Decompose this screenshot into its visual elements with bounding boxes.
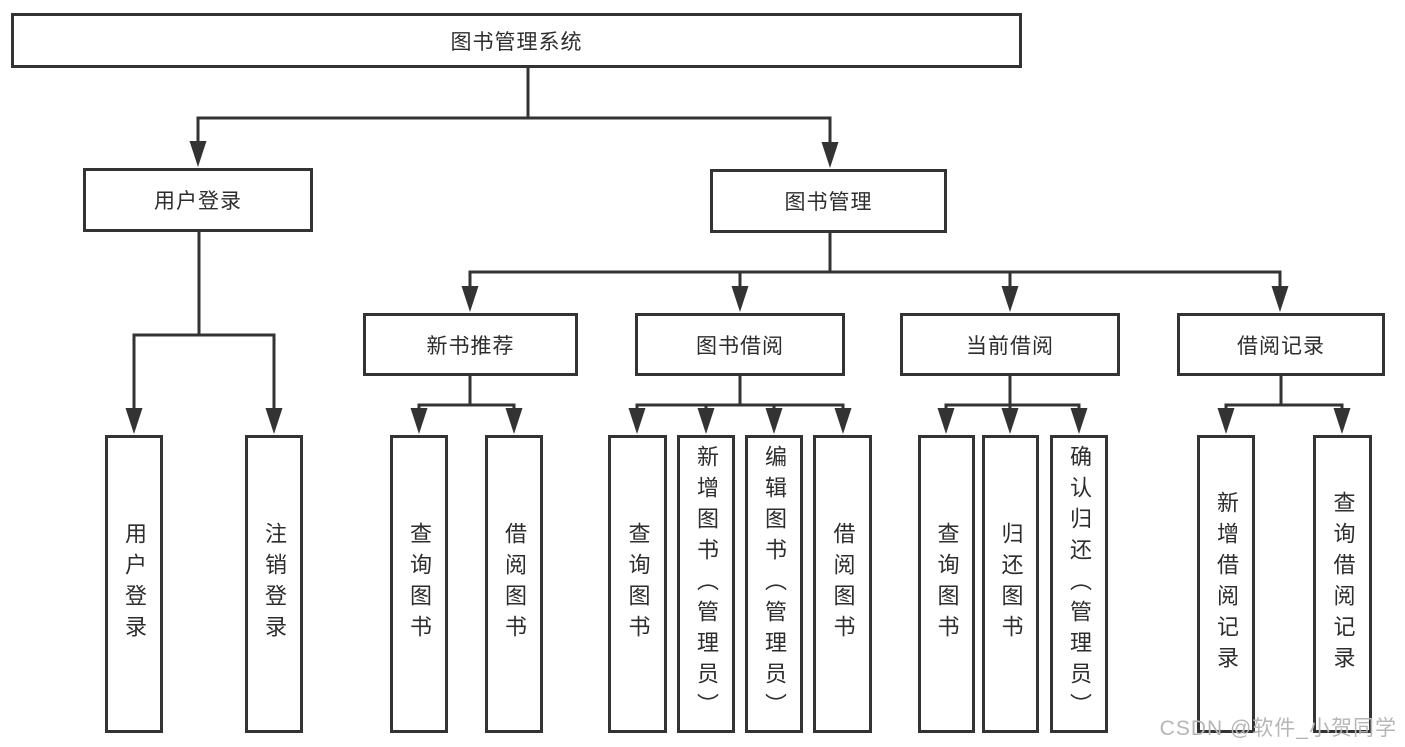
leaf-user-login-label: 用户登录 — [122, 522, 147, 646]
leaf-current-query-books: 查询图书 — [918, 435, 975, 733]
leaf-records-add-record: 新增借阅记录 — [1197, 435, 1255, 733]
leaf-borrow-borrow-books: 借阅图书 — [813, 435, 872, 733]
connector-bookmgmt-to-level3 — [468, 233, 1282, 288]
node-book-management-label: 图书管理 — [784, 191, 873, 214]
leaf-current-return-books: 归还图书 — [982, 435, 1039, 733]
node-book-borrow-label: 图书借阅 — [696, 334, 784, 358]
arrow-down-icon — [1217, 408, 1235, 434]
leaf-borrow-borrow-books-label: 借阅图书 — [830, 522, 856, 646]
leaf-borrow-add-books-admin-label: 新增图书（管理员） — [694, 444, 719, 724]
node-root-label: 图书管理系统 — [450, 30, 583, 54]
arrow-down-icon — [265, 408, 283, 434]
node-borrow-records-label: 借阅记录 — [1237, 334, 1325, 358]
arrow-down-icon — [189, 141, 207, 167]
arrow-down-icon — [1271, 286, 1289, 312]
leaf-newbook-borrow-books: 借阅图书 — [485, 435, 543, 733]
leaf-borrow-edit-books-admin: 编辑图书（管理员） — [745, 435, 803, 733]
connector-newbook-to-leaves — [417, 376, 516, 410]
leaf-current-confirm-return-admin-label: 确认归还（管理员） — [1067, 444, 1092, 724]
leaf-current-return-books-label: 归还图书 — [998, 522, 1024, 646]
leaf-records-query-record: 查询借阅记录 — [1313, 435, 1372, 733]
arrow-down-icon — [765, 408, 783, 434]
connector-currentborrow-to-leaves — [944, 376, 1081, 410]
arrow-down-icon — [628, 408, 646, 434]
leaf-logout: 注销登录 — [245, 435, 303, 733]
node-book-management: 图书管理 — [710, 169, 947, 233]
leaf-newbook-query-books: 查询图书 — [390, 435, 448, 733]
arrow-down-icon — [505, 408, 523, 434]
arrow-down-icon — [1333, 408, 1351, 434]
arrow-down-icon — [731, 286, 749, 312]
leaf-borrow-edit-books-admin-label: 编辑图书（管理员） — [762, 444, 787, 724]
arrow-down-icon — [821, 142, 839, 168]
node-user-login: 用户登录 — [83, 168, 313, 232]
node-root: 图书管理系统 — [11, 13, 1022, 68]
node-borrow-records: 借阅记录 — [1177, 313, 1385, 376]
leaf-borrow-query-books-label: 查询图书 — [625, 522, 651, 646]
leaf-logout-label: 注销登录 — [262, 522, 287, 646]
connector-records-to-leaves — [1224, 376, 1344, 410]
connector-userlogin-to-leaves — [132, 232, 276, 410]
arrow-down-icon — [410, 408, 428, 434]
leaf-records-add-record-label: 新增借阅记录 — [1214, 491, 1239, 677]
arrow-down-icon — [1070, 408, 1088, 434]
node-book-borrow: 图书借阅 — [635, 313, 845, 376]
arrow-down-icon — [937, 408, 955, 434]
node-user-login-label: 用户登录 — [154, 190, 242, 213]
watermark: CSDN @软件_小贺同学 — [1159, 717, 1397, 740]
node-new-book-recommend-label: 新书推荐 — [426, 334, 515, 358]
leaf-newbook-borrow-books-label: 借阅图书 — [502, 522, 527, 646]
leaf-borrow-query-books: 查询图书 — [608, 435, 667, 733]
arrow-down-icon — [1001, 286, 1019, 312]
leaf-current-query-books-label: 查询图书 — [934, 522, 960, 646]
arrow-down-icon — [697, 408, 715, 434]
arrow-down-icon — [461, 286, 479, 312]
arrow-down-icon — [125, 408, 143, 434]
leaf-user-login: 用户登录 — [105, 435, 163, 733]
connector-bookborrow-to-leaves — [635, 376, 845, 410]
leaf-current-confirm-return-admin: 确认归还（管理员） — [1050, 435, 1108, 733]
node-new-book-recommend: 新书推荐 — [363, 313, 578, 376]
arrow-down-icon — [1001, 408, 1019, 434]
connector-root-to-level2 — [196, 68, 832, 144]
arrow-down-icon — [834, 408, 852, 434]
leaf-records-query-record-label: 查询借阅记录 — [1330, 491, 1356, 677]
node-current-borrow-label: 当前借阅 — [966, 334, 1054, 358]
node-current-borrow: 当前借阅 — [900, 313, 1120, 376]
leaf-borrow-add-books-admin: 新增图书（管理员） — [677, 435, 735, 733]
leaf-newbook-query-books-label: 查询图书 — [407, 522, 432, 646]
